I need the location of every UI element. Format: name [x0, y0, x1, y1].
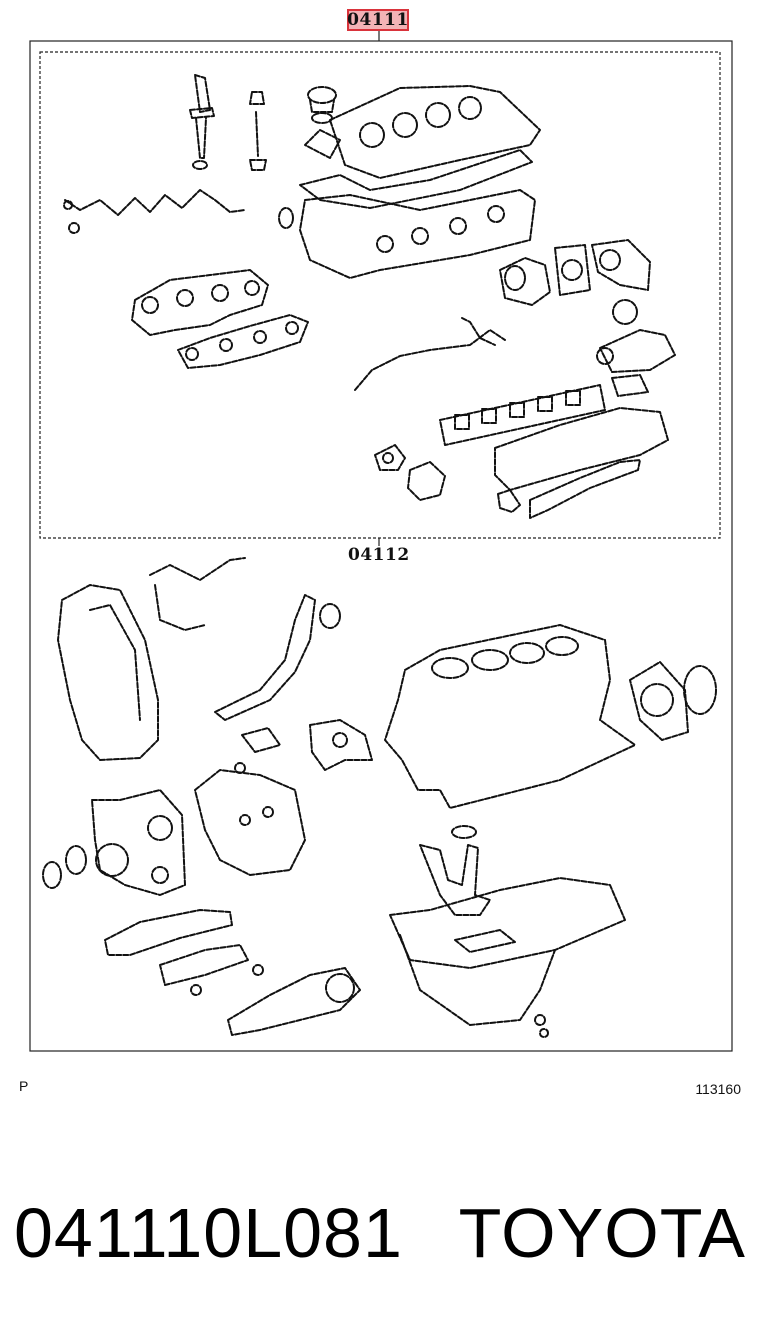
rear-oil-seal-retainer-part — [629, 661, 689, 741]
water-pipe-part — [214, 594, 316, 721]
pipe-washer-part — [68, 222, 80, 234]
oil-filter-bracket-part — [227, 967, 361, 1036]
egr-pipe-end-part — [461, 317, 496, 346]
part-number: 041110L081 — [14, 1194, 403, 1272]
oil-seal-part — [278, 207, 294, 229]
corner-label: P — [19, 1078, 29, 1094]
water-pump-part — [309, 719, 373, 771]
outer-frame — [29, 40, 733, 1052]
glow-plug-part — [249, 91, 267, 171]
small-gasket-part — [374, 444, 406, 471]
brand-name: TOYOTA — [458, 1194, 746, 1272]
callout-main[interactable]: 04111 — [347, 9, 409, 31]
drain-plug-part — [534, 1014, 546, 1026]
diagram-id: 113160 — [695, 1081, 741, 1097]
cylinder-block-part — [384, 624, 636, 809]
drain-gasket-part — [539, 1028, 549, 1038]
footer: 041110L081 TOYOTA — [14, 1188, 746, 1278]
intake-manifold-part — [494, 407, 669, 519]
parts-diagram: 04111 04112 P 113160 — [19, 9, 741, 1097]
callout-sub[interactable]: 04112 — [348, 545, 410, 565]
small-bracket-part — [497, 489, 521, 513]
oil-filler-cap-part — [307, 86, 337, 124]
timing-housing-part — [194, 769, 306, 876]
oil-pipe-lower-part — [154, 584, 206, 631]
cylinder-head-cover-part — [304, 85, 541, 179]
rear-oil-seal-part — [683, 665, 717, 715]
exploded-view-drawing — [29, 31, 733, 1052]
water-inlet-part — [596, 299, 676, 397]
cover-gasket-part — [299, 149, 533, 209]
inner-frame — [39, 51, 721, 539]
exhaust-gasket-part — [177, 314, 309, 369]
front-oil-seal-b-part — [65, 845, 87, 875]
thermostat-housing-part — [591, 239, 651, 291]
intake-gasket-part — [439, 384, 606, 446]
hose-part — [407, 461, 446, 501]
oil-cooler-part — [159, 944, 264, 996]
water-outlet-part — [499, 257, 551, 306]
oil-cooler-gasket-part — [104, 909, 233, 956]
egr-pipe-part — [354, 329, 506, 391]
injection-pipe-part — [64, 189, 246, 216]
oil-pan-part — [389, 877, 626, 1026]
pipe-clamp-part — [63, 200, 73, 210]
oil-pipe-part — [149, 557, 246, 581]
timing-cover-part — [57, 584, 159, 761]
front-oil-seal-a-part — [42, 861, 62, 889]
oil-strainer-part — [419, 825, 491, 916]
gasket-square-part — [554, 244, 591, 296]
pump-gasket-part — [241, 727, 281, 753]
exhaust-manifold-part — [131, 269, 269, 336]
oil-pump-cover-part — [91, 789, 186, 896]
water-pipe-ring-part — [319, 603, 341, 629]
cylinder-head-part — [299, 189, 536, 279]
injector-part — [189, 74, 215, 170]
